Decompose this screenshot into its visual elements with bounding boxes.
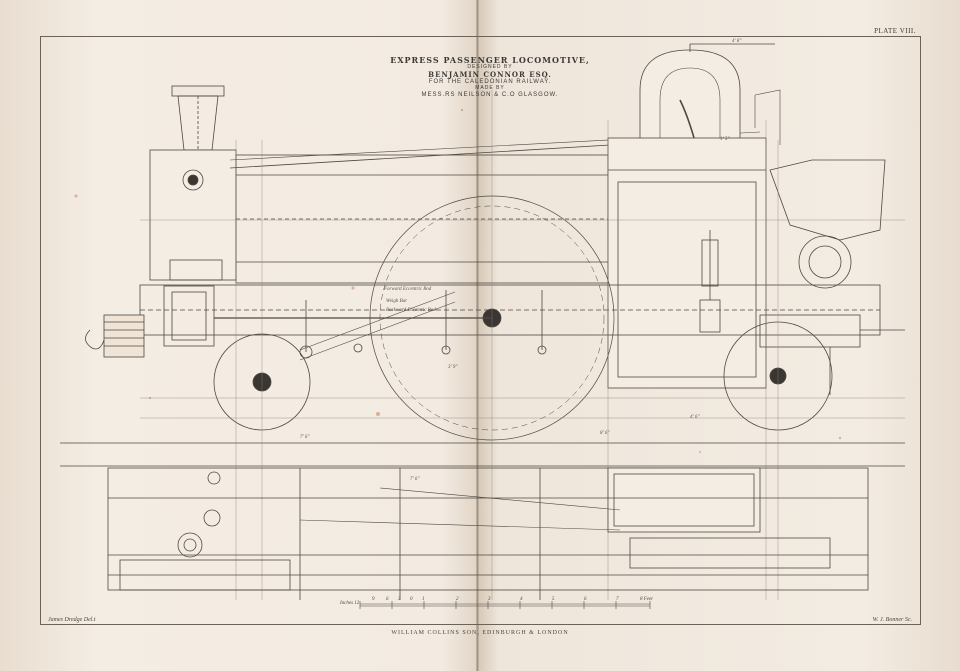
eccentric-rods bbox=[299, 291, 456, 361]
scale-tick: 0 bbox=[410, 597, 413, 602]
title-line: DESIGNED BY bbox=[467, 64, 513, 71]
scale-tick: 4 bbox=[520, 597, 523, 602]
scale-tick: 5 bbox=[552, 597, 555, 602]
dim-1: 7' 6" bbox=[300, 435, 310, 440]
dim-6: 1' 5" bbox=[720, 137, 730, 142]
scale-tick: 2 bbox=[456, 597, 459, 602]
title-block: EXPRESS PASSENGER LOCOMOTIVE, DESIGNED B… bbox=[380, 55, 600, 99]
plate-border bbox=[40, 36, 921, 625]
title-line: EXPRESS PASSENGER LOCOMOTIVE, bbox=[390, 55, 590, 65]
scale-tick: 3 bbox=[398, 597, 401, 602]
scale-tick: 3 bbox=[488, 597, 491, 602]
dim-4: 7' 6" bbox=[410, 477, 420, 482]
foxing-spots bbox=[74, 108, 842, 453]
smokebox bbox=[149, 149, 237, 281]
boiler bbox=[235, 154, 609, 284]
scale-bar bbox=[359, 601, 651, 609]
dim-5: 4' 6" bbox=[690, 415, 700, 420]
annotation-forward-rod: Forward Eccentric Rod bbox=[383, 287, 432, 292]
rear-buffer bbox=[759, 314, 905, 395]
plate-number: PLATE VIII. bbox=[874, 27, 916, 35]
scale-tick: 8 Feet bbox=[640, 597, 653, 602]
scale-label: Inches 12 bbox=[339, 601, 360, 606]
buffer-beam bbox=[85, 314, 145, 358]
whistle-pipe bbox=[754, 89, 781, 145]
injector-fittings bbox=[699, 230, 721, 333]
chimney bbox=[171, 85, 225, 151]
cab-spectacle bbox=[798, 235, 852, 289]
publisher-imprint: WILLIAM COLLINS SON, EDINBURGH & LONDON bbox=[391, 630, 569, 636]
annotation-weigh-bar: Weigh Bar bbox=[386, 299, 407, 304]
engraver-credit: W. J. Bonner Sc. bbox=[872, 617, 912, 623]
book-spine-fold bbox=[476, 0, 479, 671]
scale-tick: 9 bbox=[372, 597, 375, 602]
scale-tick: 6 bbox=[386, 597, 389, 602]
dim-7: 4' 8" bbox=[732, 39, 742, 44]
title-line: MESS.RS NEILSON & C.O GLASGOW. bbox=[421, 91, 559, 98]
scale-tick: 1 bbox=[422, 597, 425, 602]
cylinder bbox=[163, 285, 215, 347]
title-line: BENJAMIN CONNOR ESQ. bbox=[428, 69, 552, 79]
plan-view bbox=[107, 467, 869, 600]
dim-3: 3' 9" bbox=[448, 365, 458, 370]
title-line: MADE BY bbox=[475, 84, 505, 91]
title-line: FOR THE CALEDONIAN RAILWAY. bbox=[428, 78, 552, 85]
scale-tick: 7 bbox=[616, 597, 619, 602]
draughtsman-credit: James Dredge Del.t bbox=[48, 617, 96, 623]
main-frame bbox=[139, 284, 881, 336]
cab-weatherboard bbox=[769, 159, 886, 241]
scale-tick: 6 bbox=[584, 597, 587, 602]
dim-2: 8' 6" bbox=[600, 431, 610, 436]
firebox bbox=[607, 137, 767, 389]
motion-brackets bbox=[299, 290, 547, 359]
annotation-backward-rod: Backward Eccentric Rod bbox=[386, 308, 436, 313]
